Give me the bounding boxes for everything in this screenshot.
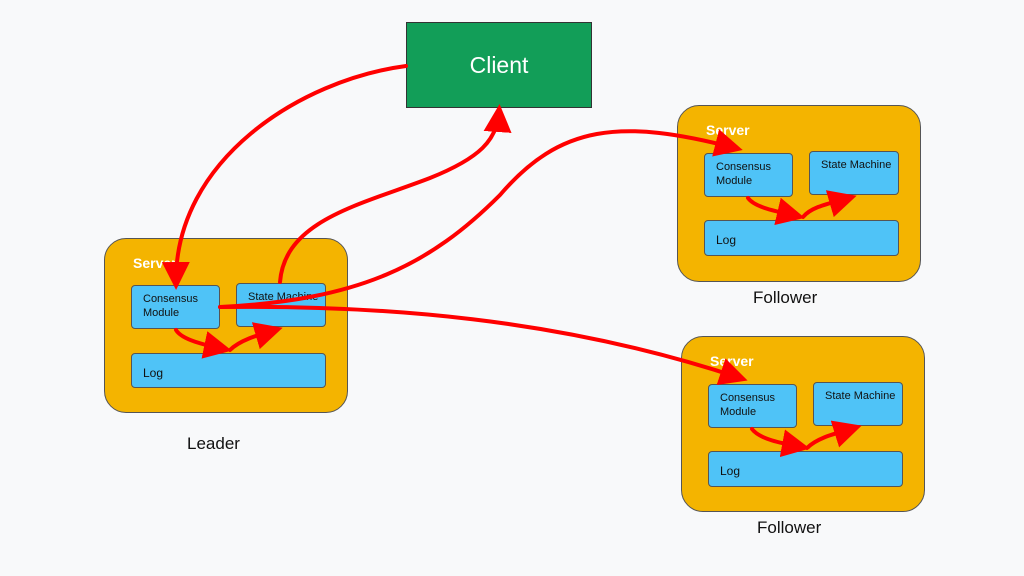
- arrow-leader-to-follower-1: [218, 129, 743, 309]
- log-label: Log: [143, 366, 164, 380]
- client-box: Client: [406, 22, 592, 108]
- arrow-leader-to-follower-2: [218, 304, 748, 385]
- arrow-f1-consensus-to-log: [746, 196, 805, 226]
- log-label: Log: [716, 233, 737, 247]
- log-label: Log: [720, 464, 741, 478]
- state-machine: State Machine: [813, 382, 903, 426]
- arrow-leader-to-client: [278, 104, 512, 284]
- follower-server-2: Server Consensus Module State Machine Lo…: [681, 336, 925, 512]
- leader-server: Server Consensus Module State Machine Lo…: [104, 238, 348, 413]
- arrow-f2-consensus-to-log: [750, 427, 810, 458]
- consensus-module-label: Consensus Module: [143, 293, 199, 319]
- follower-role-label-2: Follower: [757, 518, 822, 537]
- arrow-f1-log-to-state: [801, 190, 857, 219]
- consensus-module-label: Consensus Module: [720, 392, 776, 418]
- arrow-leader-log-to-state: [228, 322, 283, 352]
- arrow-leader-consensus-to-log: [174, 328, 232, 359]
- follower-role-label-1: Follower: [753, 288, 818, 307]
- consensus-module: Consensus Module: [704, 153, 793, 197]
- consensus-module-label: Consensus Module: [716, 161, 772, 187]
- arrow-f2-log-to-state: [805, 420, 862, 450]
- leader-role-label: Leader: [187, 434, 240, 453]
- arrow-client-to-leader: [161, 64, 408, 290]
- state-machine-label: State Machine: [821, 159, 892, 171]
- state-machine-label: State Machine: [825, 390, 896, 402]
- consensus-module: Consensus Module: [708, 384, 797, 428]
- client-label: Client: [469, 51, 529, 78]
